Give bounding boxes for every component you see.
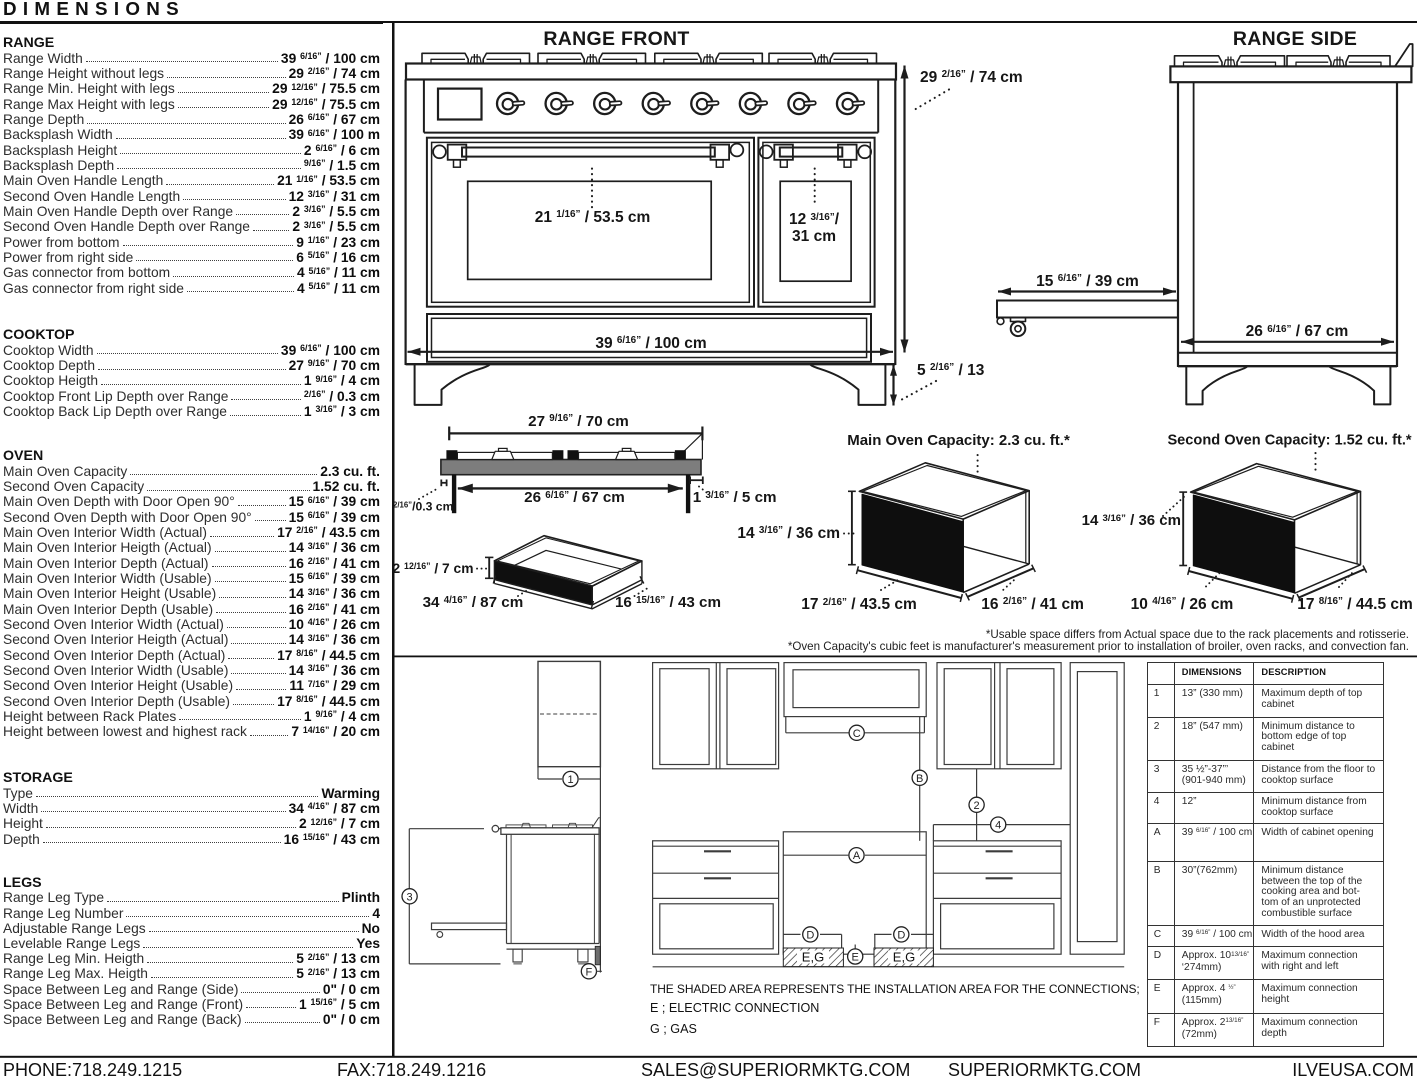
svg-text:A: A — [853, 850, 861, 862]
svg-text:F: F — [586, 966, 593, 978]
svg-text:4: 4 — [995, 820, 1001, 832]
svg-text:D: D — [897, 929, 905, 941]
svg-text:E,G: E,G — [802, 950, 824, 965]
svg-text:3: 3 — [407, 891, 413, 903]
svg-text:1: 1 — [567, 774, 573, 786]
svg-text:E: E — [852, 951, 859, 963]
svg-text:C: C — [853, 728, 861, 740]
svg-text:D: D — [806, 929, 814, 941]
svg-text:E,G: E,G — [893, 950, 915, 965]
svg-text:B: B — [916, 773, 923, 785]
svg-text:2: 2 — [974, 800, 980, 812]
